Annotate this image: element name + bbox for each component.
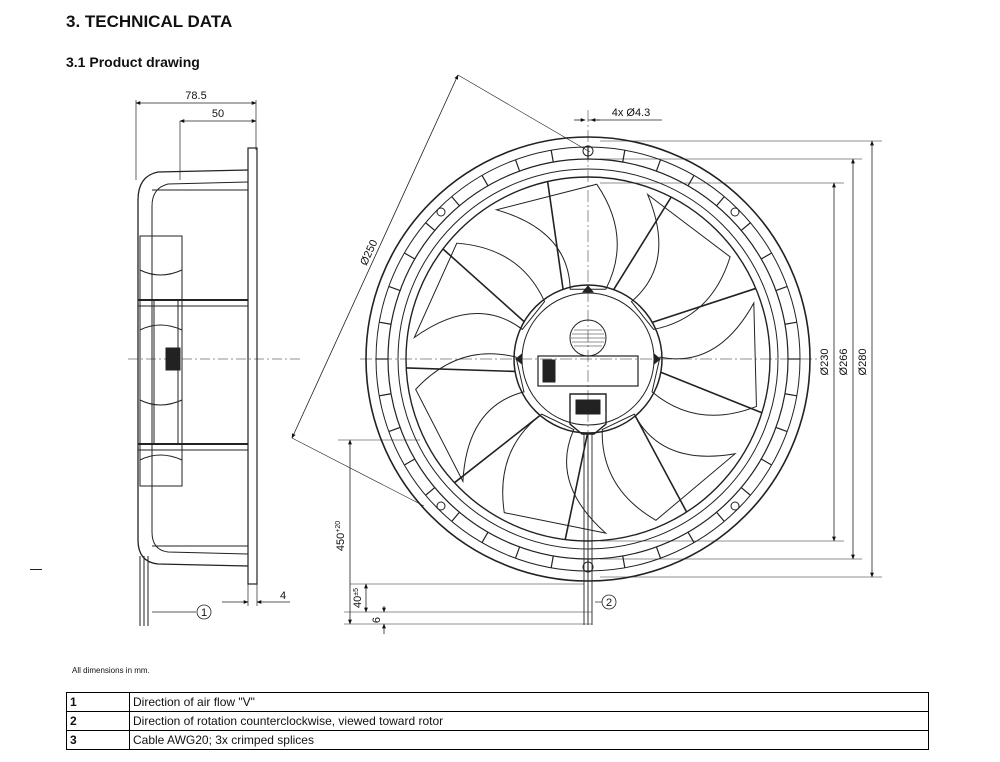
impeller-blade bbox=[651, 301, 757, 416]
impeller-blade bbox=[601, 413, 737, 521]
ring-rib bbox=[550, 150, 554, 163]
ring-rib bbox=[716, 511, 725, 522]
front-view bbox=[291, 74, 882, 634]
ring-rib bbox=[388, 426, 401, 433]
callout-2: 2 bbox=[606, 597, 612, 609]
ring-rib bbox=[404, 458, 416, 466]
ring-rib bbox=[784, 321, 797, 325]
ring-rib bbox=[740, 222, 751, 231]
guard-strut bbox=[660, 371, 763, 414]
guard-strut bbox=[442, 248, 525, 323]
product-drawing: 78.5 50 4 1 bbox=[128, 74, 882, 634]
dim-dia-230: Ø230 bbox=[819, 349, 831, 376]
dim-cable-length: 450+20 bbox=[335, 521, 347, 551]
subsection-title: 3.1 Product drawing bbox=[66, 54, 200, 70]
ring-rib bbox=[451, 511, 460, 522]
ring-rib bbox=[388, 285, 401, 292]
ring-rib bbox=[655, 546, 662, 559]
ring-rib bbox=[687, 175, 695, 187]
section-title: 3. TECHNICAL DATA bbox=[66, 12, 233, 31]
ring-rib bbox=[622, 150, 626, 163]
ring-rib bbox=[655, 159, 662, 172]
ring-rib bbox=[514, 159, 521, 172]
legend-number: 2 bbox=[66, 711, 130, 731]
dim-dia-266: Ø266 bbox=[838, 349, 850, 376]
ring-rib bbox=[425, 222, 436, 231]
legend-text: Direction of air flow "V" bbox=[129, 692, 929, 712]
ring-rib bbox=[760, 458, 772, 466]
side-view bbox=[128, 100, 300, 626]
callout-1: 1 bbox=[201, 607, 207, 619]
ring-rib bbox=[514, 546, 521, 559]
margin-mark bbox=[30, 569, 42, 570]
legend-text: Direction of rotation counterclockwise, … bbox=[129, 711, 929, 731]
dim-dia-280: Ø280 bbox=[857, 349, 869, 376]
legend-row: 2 Direction of rotation counterclockwise… bbox=[66, 711, 929, 731]
ring-rib bbox=[716, 196, 725, 207]
ring-rib bbox=[775, 426, 788, 433]
impeller-blade bbox=[413, 242, 546, 339]
legend-row: 3 Cable AWG20; 3x crimped splices bbox=[66, 730, 929, 750]
legend-number: 1 bbox=[66, 692, 130, 712]
dimensions-note: All dimensions in mm. bbox=[72, 666, 150, 675]
impeller-blade bbox=[502, 413, 608, 534]
ring-rib bbox=[379, 321, 392, 325]
guard-strut bbox=[652, 287, 757, 324]
ring-rib bbox=[784, 393, 797, 397]
legend-number: 3 bbox=[66, 730, 130, 750]
impeller-blade bbox=[415, 353, 525, 484]
ring-rib bbox=[451, 196, 460, 207]
dim-width-inner: 50 bbox=[212, 108, 224, 120]
ring-rib bbox=[740, 487, 751, 496]
guard-strut bbox=[546, 181, 564, 290]
impeller-blade bbox=[494, 183, 618, 290]
ring-rib bbox=[379, 393, 392, 397]
ring-rib bbox=[425, 487, 436, 496]
legend-row: 1 Direction of air flow "V" bbox=[66, 692, 929, 712]
dim-width-total: 78.5 bbox=[185, 90, 206, 102]
ring-rib bbox=[481, 175, 489, 187]
impeller-blade bbox=[630, 192, 731, 330]
guard-strut bbox=[406, 367, 516, 373]
dim-holes: 4x Ø4.3 bbox=[612, 107, 651, 119]
ring-rib bbox=[775, 285, 788, 292]
ring-rib bbox=[404, 252, 416, 260]
guard-strut bbox=[634, 415, 688, 513]
legend-table: 1 Direction of air flow "V" 2 Direction … bbox=[66, 692, 929, 750]
dim-splice-length: 6 bbox=[371, 617, 383, 623]
dim-strip-length: 40±5 bbox=[352, 588, 364, 608]
ring-rib bbox=[622, 555, 626, 568]
ring-rib bbox=[550, 555, 554, 568]
ring-rib bbox=[481, 531, 489, 543]
dim-flange: 4 bbox=[280, 590, 286, 602]
ring-rib bbox=[760, 252, 772, 260]
legend-text: Cable AWG20; 3x crimped splices bbox=[129, 730, 929, 750]
guard-strut bbox=[613, 196, 672, 291]
guard-strut bbox=[453, 414, 541, 484]
